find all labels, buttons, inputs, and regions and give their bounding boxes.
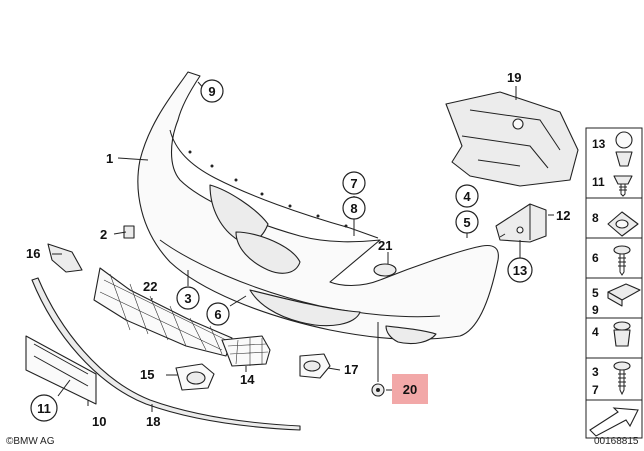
side-bracket: [495, 203, 547, 243]
expansion-clip-icon: [613, 321, 631, 347]
copyright-brand: ©BMW AG: [6, 436, 55, 447]
callout-13: 13: [507, 257, 533, 283]
svg-text:5: 5: [463, 215, 470, 230]
legend-13: 13: [592, 137, 606, 151]
fog-grille: [175, 363, 215, 391]
mounting-bracket: [445, 91, 579, 187]
callout-7: 7: [342, 171, 366, 195]
legend-9: 9: [592, 303, 599, 317]
screw-icon: [613, 175, 633, 197]
callout-2: 2: [100, 227, 107, 242]
legend-11: 11: [592, 175, 605, 189]
callout-4: 4: [455, 184, 479, 208]
legend-8: 8: [592, 211, 599, 225]
tow-hook-cover: [373, 263, 397, 277]
callout-17: 17: [344, 362, 358, 377]
legend-3: 3: [592, 365, 599, 379]
callout-5: 5: [455, 210, 479, 234]
svg-text:4: 4: [463, 189, 471, 204]
svg-text:6: 6: [214, 307, 221, 322]
side-grille: [221, 335, 271, 367]
callout-10: 10: [92, 414, 106, 429]
direction-arrow-icon: [589, 407, 639, 437]
callout-21: 21: [378, 238, 392, 253]
diagram-code: 00168815: [594, 436, 639, 447]
legend-6: 6: [592, 251, 599, 265]
svg-text:8: 8: [350, 201, 357, 216]
svg-text:13: 13: [513, 263, 527, 278]
self-tapping-screw-icon: [613, 361, 631, 396]
center-grille: [93, 267, 233, 357]
callout-12: 12: [556, 208, 570, 223]
callout-22: 22: [143, 279, 157, 294]
bumper-cover: [137, 71, 499, 345]
grommet-icon: [607, 211, 639, 237]
lower-trim-strip: [31, 277, 301, 431]
fog-bezel: [299, 353, 331, 379]
legend-4: 4: [592, 325, 599, 339]
callout-20: 20: [403, 382, 417, 397]
callout-18: 18: [146, 414, 160, 429]
callout-6: 6: [206, 302, 230, 326]
svg-text:3: 3: [184, 291, 191, 306]
callout-9: 9: [200, 79, 224, 103]
callout-20-highlight: 20: [392, 374, 428, 404]
side-trim: [47, 243, 83, 273]
callout-1: 1: [106, 151, 113, 166]
callout-11: 11: [30, 394, 58, 422]
nut-icon: [607, 283, 641, 307]
clip-icon: [615, 131, 633, 167]
legend-5: 5: [592, 286, 599, 300]
svg-text:7: 7: [350, 176, 357, 191]
callout-3: 3: [176, 286, 200, 310]
fastener: [371, 383, 385, 397]
legend-7: 7: [592, 383, 599, 397]
legend-panel: 13 11 8 6 5 9 4: [585, 127, 643, 439]
license-plate-bracket: [25, 335, 97, 405]
callout-8: 8: [342, 196, 366, 220]
callout-14: 14: [240, 372, 255, 387]
bolt-icon: [613, 245, 631, 276]
svg-text:11: 11: [37, 401, 51, 416]
callout-16: 16: [26, 246, 40, 261]
callout-19: 19: [507, 70, 521, 85]
callout-15: 15: [140, 367, 154, 382]
svg-text:9: 9: [208, 84, 215, 99]
